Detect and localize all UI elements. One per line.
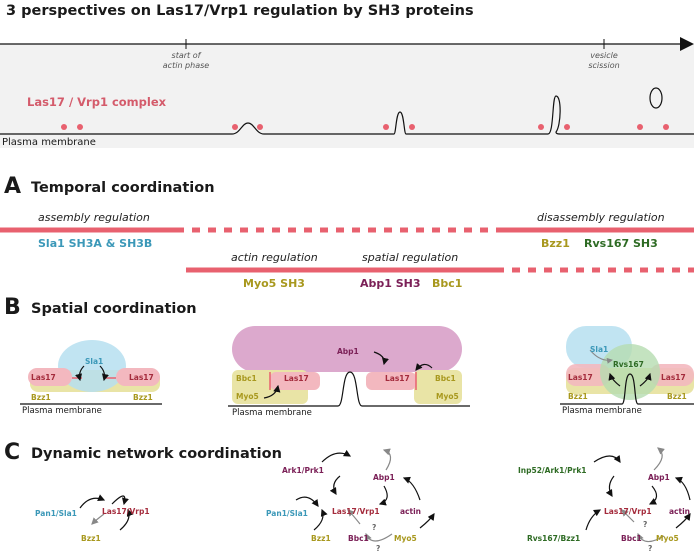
c2-las17-vrp1: Las17/Vrp1 [332, 507, 380, 516]
b-left-las17-right: Las17 [129, 373, 154, 382]
c2-actin: actin [400, 507, 422, 516]
c-network-3 [585, 447, 691, 543]
c3-question-1: ? [643, 520, 648, 529]
b-right-las17-right: Las17 [661, 373, 686, 382]
bzz1-label: Bzz1 [541, 237, 570, 250]
c1-bzz1: Bzz1 [81, 534, 101, 543]
section-c-letter: C [4, 440, 21, 465]
b-left-sla1: Sla1 [85, 357, 104, 366]
b-middle-membrane-label: Plasma membrane [232, 408, 312, 418]
vesicle [649, 87, 663, 109]
start-of-actin-label: start of actin phase [158, 51, 214, 71]
c2-bzz1: Bzz1 [311, 534, 331, 543]
section-b-letter: B [4, 295, 21, 320]
section-c-title: Dynamic network coordination [31, 446, 282, 462]
b-right-membrane-label: Plasma membrane [562, 406, 642, 416]
sla1-sh3-label: Sla1 SH3A & SH3B [38, 237, 153, 250]
c3-question-2: ? [648, 544, 653, 553]
scission-label-line1: vesicle [590, 51, 618, 60]
c3-abp1: Abp1 [648, 473, 670, 482]
membrane-line [0, 95, 694, 135]
b-left-las17-left: Las17 [31, 373, 56, 382]
start-label-line1: start of [171, 51, 201, 60]
vesicle-scission-label: vesicle scission [580, 51, 628, 71]
c2-question-1: ? [372, 523, 377, 532]
c2-question-2: ? [376, 544, 381, 553]
b-right-bzz1-left: Bzz1 [568, 392, 588, 401]
c3-rvs167-bzz1: Rvs167/Bzz1 [527, 534, 581, 543]
b-left-diagram [20, 340, 162, 405]
section-a-title: Temporal coordination [31, 180, 215, 196]
figure-title: 3 perspectives on Las17/Vrp1 regulation … [6, 3, 474, 19]
c3-myo5: Myo5 [656, 534, 679, 543]
start-label-line2: actin phase [162, 61, 210, 70]
b-left-bzz1-left: Bzz1 [31, 393, 51, 402]
b-middle-myo5-left: Myo5 [236, 392, 259, 401]
myo5-sh3-label: Myo5 SH3 [243, 277, 305, 290]
c1-pan1-sla1: Pan1/Sla1 [35, 509, 77, 518]
c3-las17-vrp1: Las17/Vrp1 [604, 507, 652, 516]
b-middle-las17-right: Las17 [385, 374, 410, 383]
plasma-membrane-label: Plasma membrane [2, 137, 96, 148]
c2-pan1-sla1: Pan1/Sla1 [266, 509, 308, 518]
c2-abp1: Abp1 [373, 473, 395, 482]
b-right-las17-left: Las17 [568, 373, 593, 382]
section-b-title: Spatial coordination [31, 301, 197, 317]
las17-complex-label: Las17 / Vrp1 complex [27, 95, 167, 109]
b-middle-diagram [228, 326, 470, 407]
b-middle-myo5-right: Myo5 [436, 392, 459, 401]
c-network-1 [79, 494, 134, 531]
spatial-regulation-label: spatial regulation [362, 251, 459, 264]
b-middle-las17-left: Las17 [284, 374, 309, 383]
b-right-sla1: Sla1 [590, 345, 609, 354]
b-right-rvs167: Rvs167 [613, 360, 644, 369]
b-middle-abp1: Abp1 [337, 347, 359, 356]
b-middle-bbc1-right: Bbc1 [435, 374, 456, 383]
b-middle-bbc1-left: Bbc1 [236, 374, 257, 383]
c3-bbc1: Bbc1 [621, 534, 642, 543]
disassembly-regulation-label: disassembly regulation [537, 211, 665, 224]
rvs167-sh3-label: Rvs167 SH3 [584, 237, 658, 250]
c3-inp52-ark1-prk1: Inp52/Ark1/Prk1 [518, 466, 587, 475]
actin-regulation-label: actin regulation [231, 251, 318, 264]
c2-ark1-prk1: Ark1/Prk1 [282, 466, 324, 475]
b-left-bzz1-right: Bzz1 [133, 393, 153, 402]
scission-label-line2: scission [588, 61, 620, 70]
c3-actin: actin [669, 507, 691, 516]
section-a-letter: A [4, 174, 22, 199]
c2-bbc1: Bbc1 [348, 534, 369, 543]
c2-myo5: Myo5 [394, 534, 417, 543]
las17-dots [61, 124, 669, 130]
bbc1-label: Bbc1 [432, 277, 463, 290]
assembly-regulation-label: assembly regulation [38, 211, 150, 224]
b-left-membrane-label: Plasma membrane [22, 406, 102, 416]
abp1-sh3-label: Abp1 SH3 [360, 277, 421, 290]
timeline-panel [0, 44, 694, 148]
c-network-2 [295, 448, 435, 542]
b-right-diagram [560, 326, 694, 405]
time-arrowhead [680, 37, 694, 51]
c1-las17-vrp1: Las17/Vrp1 [102, 507, 150, 516]
b-right-bzz1-right: Bzz1 [667, 392, 687, 401]
